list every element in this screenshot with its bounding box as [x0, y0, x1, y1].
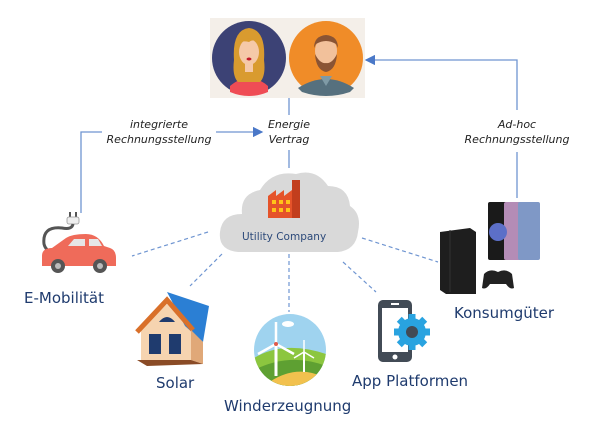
- man-avatar: [289, 21, 363, 96]
- utility-company-cloud: Utility Company: [216, 164, 362, 258]
- contract-annotation: Energie Vertrag: [250, 117, 328, 147]
- wind-turbines-icon: [254, 314, 326, 386]
- woman-avatar: [212, 21, 286, 96]
- adhoc-billing-line-2: Rechnungsstellung: [464, 133, 570, 146]
- phone-gear-icon: [378, 300, 430, 362]
- utility-company-label: Utility Company: [242, 231, 327, 243]
- integrated-billing-line-1: integrierte: [129, 118, 189, 131]
- spoke-solar: [189, 253, 223, 287]
- node-label-emobility: E-Mobilität: [24, 289, 104, 307]
- gear-icon: [394, 314, 430, 350]
- node-label-consumer: Konsumgüter: [454, 304, 555, 322]
- spoke-app: [342, 261, 377, 293]
- customers-group: [210, 18, 365, 98]
- electric-car-icon: [42, 212, 116, 273]
- contract-line-1: Energie: [267, 118, 311, 131]
- customer-avatars: [212, 21, 363, 96]
- integrated-billing-annotation: integrierte Rechnungsstellung: [100, 117, 218, 147]
- adhoc-billing-annotation: Ad-hoc Rechnungsstellung: [458, 117, 576, 147]
- adhoc-billing-arrow: [364, 54, 518, 110]
- integrated-billing-line: [80, 131, 102, 213]
- console-phones-icon: [440, 202, 540, 294]
- node-label-solar: Solar: [156, 374, 195, 392]
- integrated-billing-line-2: Rechnungsstellung: [106, 133, 212, 146]
- adhoc-billing-line-1: Ad-hoc: [497, 118, 537, 131]
- factory-icon: [268, 180, 300, 218]
- contract-line-2: Vertrag: [268, 133, 310, 146]
- node-label-app: App Platformen: [352, 372, 469, 390]
- solar-house-icon: [135, 292, 209, 366]
- spoke-emobility: [131, 231, 209, 257]
- node-label-wind: Winderzeugnung: [224, 397, 352, 415]
- spoke-consumer: [361, 237, 439, 263]
